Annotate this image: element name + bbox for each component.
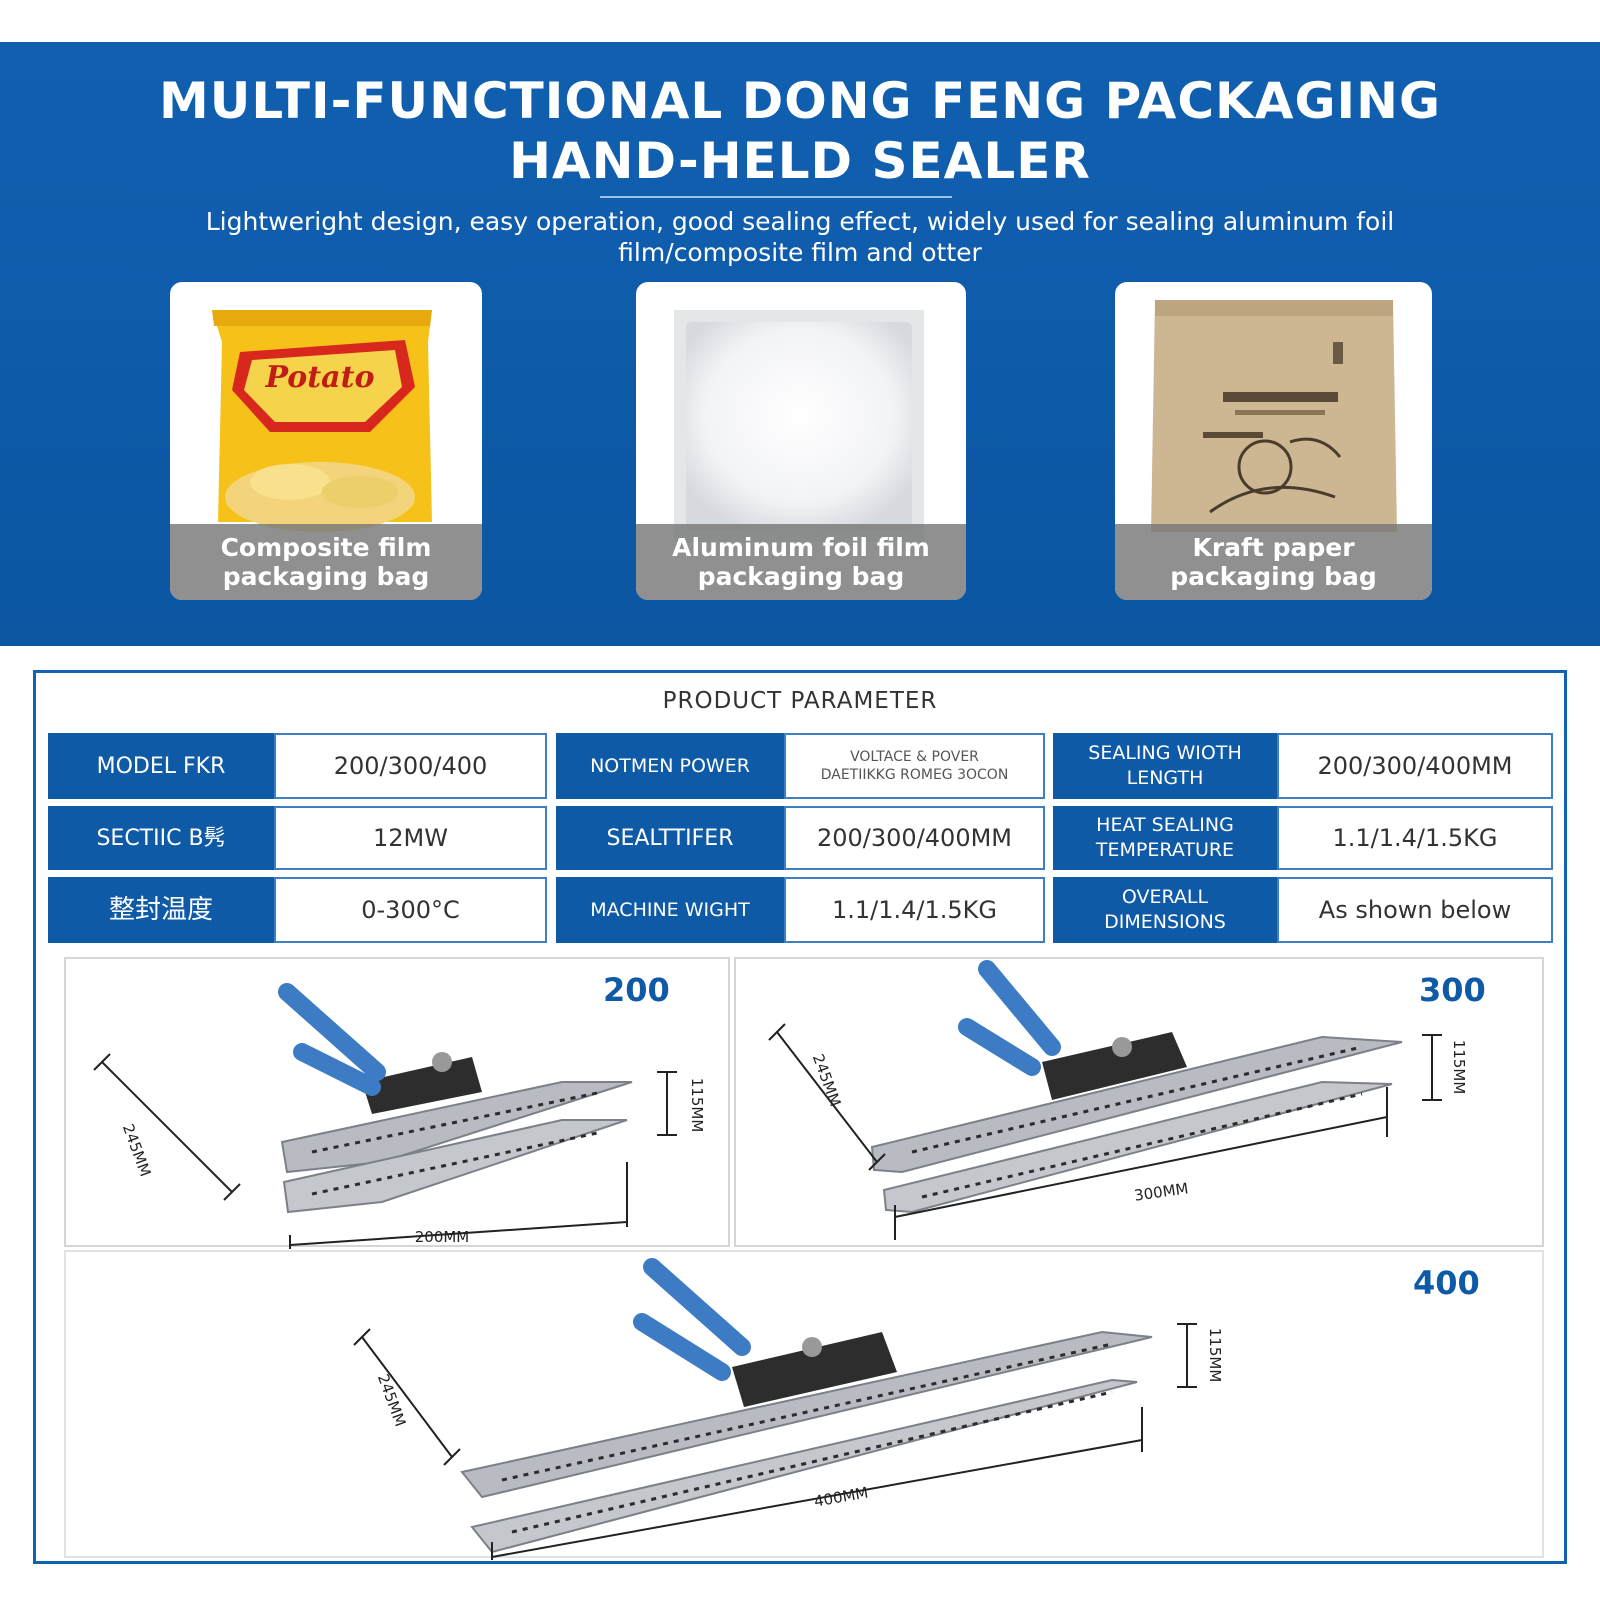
composite-bag-image: Potato: [212, 310, 432, 532]
param-label-sealing-width: SEALING WIOTH LENGTH: [1053, 733, 1277, 799]
width-label-300: 300MM: [1133, 1179, 1189, 1204]
param-value-weight: 1.1/1.4/1.5KG: [784, 877, 1045, 943]
label-line2: TEMPERATURE: [1095, 839, 1235, 861]
bag-card-kraft: Kraft paper packaging bag: [1115, 282, 1432, 600]
bag-caption-kraft: Kraft paper packaging bag: [1115, 524, 1432, 600]
param-value-power: VOLTACE & POVER DAETIIKKG ROMEG 3OCON: [784, 733, 1045, 799]
param-value-section: 12MW: [274, 806, 547, 870]
label-line1: HEAT SEALING: [1096, 814, 1234, 836]
power-value-line1: VOLTACE & POVER: [850, 749, 979, 765]
sealer-200-illustration: 200MM 245MM 115MM: [93, 983, 706, 1249]
model-label-400: 400: [1413, 1264, 1480, 1302]
subtitle-line1: Lightweright design, easy operation, goo…: [205, 207, 1395, 236]
param-label-model: MODEL FKR: [48, 733, 274, 799]
aluminum-bag-image: [674, 310, 924, 542]
subtitle: Lightweright design, easy operation, goo…: [140, 206, 1460, 268]
width-label-400: 400MM: [813, 1483, 870, 1510]
param-value-dimensions: As shown below: [1277, 877, 1553, 943]
bag-card-composite: Potato Composite film packaging bag: [170, 282, 482, 600]
param-label-seal-temp: 整封温度: [48, 877, 274, 943]
param-value-sealing-width: 200/300/400MM: [1277, 733, 1553, 799]
bag-caption-line1: Kraft paper: [1192, 533, 1355, 562]
page-title-line1: MULTI-FUNCTIONAL DONG FENG PACKAGING: [158, 72, 1442, 130]
model-label-300: 300: [1419, 971, 1486, 1009]
param-value-model: 200/300/400: [274, 733, 547, 799]
size-panel-300: 300MM 245MM 115MM 300: [734, 957, 1544, 1247]
param-label-section: SECTIIC B䯮: [48, 806, 274, 870]
label-line1: OVERALL: [1121, 886, 1209, 908]
param-label-dimensions: OVERALL DIMENSIONS: [1053, 877, 1277, 943]
sealer-300-illustration: 300MM 245MM 115MM: [768, 960, 1468, 1240]
size-panel-400: 400MM 245MM 115MM 400: [64, 1250, 1544, 1560]
bag-card-aluminum: Aluminum foil film packaging bag: [636, 282, 966, 600]
param-value-heat-temp: 1.1/1.4/1.5KG: [1277, 806, 1553, 870]
bag-caption-line2: packaging bag: [222, 562, 430, 591]
height-label-400: 115MM: [1206, 1328, 1224, 1383]
page-title-line2: HAND-HELD SEALER: [509, 132, 1091, 190]
label-line2: LENGTH: [1126, 767, 1204, 789]
bag-caption-line2: packaging bag: [1170, 562, 1377, 591]
bag-caption-composite: Composite film packaging bag: [170, 524, 482, 600]
parameter-title: PRODUCT PARAMETER: [662, 688, 938, 714]
bag-caption-line1: Aluminum foil film: [672, 533, 930, 562]
label-line1: SEALING WIOTH: [1088, 742, 1242, 764]
subtitle-line2: film/composite film and otter: [618, 238, 982, 267]
title-divider: [600, 196, 952, 198]
depth-label-200: 245MM: [119, 1122, 155, 1179]
bag-brand-text: Potato: [265, 360, 375, 395]
power-value-line2: DAETIIKKG ROMEG 3OCON: [820, 767, 1009, 783]
kraft-bag-image: [1151, 300, 1397, 532]
param-value-seal-temp: 0-300°C: [274, 877, 547, 943]
depth-label-400: 245MM: [374, 1372, 410, 1429]
width-label-200: 200MM: [415, 1228, 470, 1246]
height-label-300: 115MM: [1450, 1040, 1468, 1095]
size-panel-200: 200MM 245MM 115MM 200: [64, 957, 730, 1249]
bag-caption-aluminum: Aluminum foil film packaging bag: [636, 524, 966, 600]
sealer-400-illustration: 400MM 245MM 115MM: [353, 1258, 1224, 1560]
param-label-power: NOTMEN POWER: [556, 733, 784, 799]
model-label-200: 200: [603, 971, 670, 1009]
height-label-200: 115MM: [688, 1078, 706, 1133]
param-value-sealtime: 200/300/400MM: [784, 806, 1045, 870]
bag-caption-line1: Composite film: [220, 533, 432, 562]
bag-caption-line2: packaging bag: [697, 562, 905, 591]
label-line2: DIMENSIONS: [1104, 911, 1226, 933]
param-label-weight: MACHINE WIGHT: [556, 877, 784, 943]
param-label-heat-temp: HEAT SEALING TEMPERATURE: [1053, 806, 1277, 870]
param-label-sealtime: SEALTTIFER: [556, 806, 784, 870]
